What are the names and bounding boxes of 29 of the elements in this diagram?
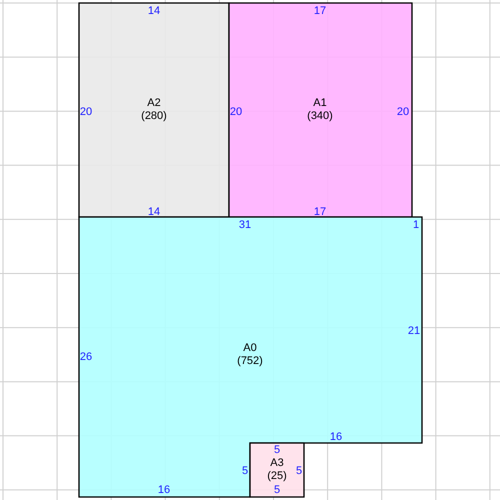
dimension-label: 14 — [148, 5, 160, 17]
dimension-label: 1 — [412, 219, 420, 231]
dimension-label: 16 — [330, 431, 342, 443]
dimension-label: 20 — [230, 106, 242, 118]
room-area — [79, 3, 229, 217]
area-value: (340) — [307, 110, 333, 123]
area-name: A0 — [242, 342, 258, 355]
area-value: (280) — [141, 110, 167, 123]
dimension-label: 17 — [314, 206, 326, 218]
area-value: (752) — [237, 355, 263, 368]
dimension-label: 5 — [274, 484, 280, 496]
area-name: A3 — [269, 457, 285, 470]
dimension-label: 17 — [314, 5, 326, 17]
room-area — [250, 443, 304, 497]
area-name: A2 — [146, 97, 162, 110]
area-value: (25) — [267, 470, 287, 483]
dimension-label: 5 — [274, 444, 280, 456]
dimension-label: 5 — [296, 465, 302, 477]
room-area — [229, 3, 412, 217]
dimension-label: 20 — [396, 106, 410, 118]
dimension-label: 16 — [158, 484, 170, 496]
dimension-label: 20 — [80, 106, 92, 118]
room-area — [79, 217, 422, 497]
dimension-label: 31 — [238, 219, 252, 231]
dimension-label: 26 — [80, 351, 92, 363]
dimension-label: 14 — [148, 206, 160, 218]
area-name: A1 — [312, 97, 328, 110]
dimension-label: 5 — [242, 465, 248, 477]
dimension-label: 21 — [408, 325, 420, 337]
